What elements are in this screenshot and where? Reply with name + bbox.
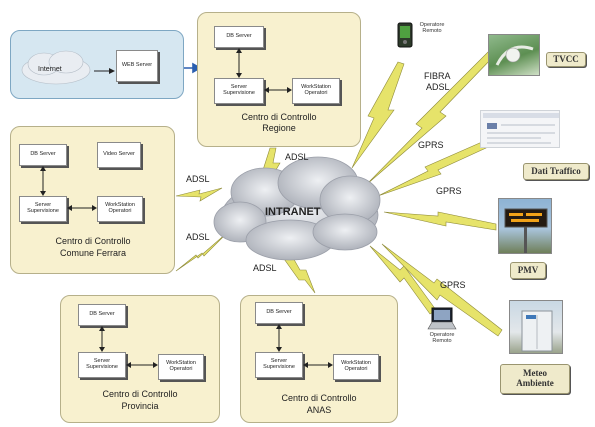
link-label-gprs-pmv: GPRS xyxy=(436,186,462,196)
anas-title-1: Centro di Controllo xyxy=(281,393,357,403)
ferrara-video-server: Video Server xyxy=(97,142,141,168)
pmv-caption: PMV xyxy=(510,262,546,279)
anas-ws-connector xyxy=(303,362,333,368)
provincia-ws-connector xyxy=(126,362,158,368)
meteo-image xyxy=(509,300,563,354)
provincia-title-2: Provincia xyxy=(121,401,159,411)
laptop-icon xyxy=(427,307,457,330)
intranet-cloud xyxy=(213,156,381,261)
lightning-anas xyxy=(281,255,316,294)
ferrara-db-connector xyxy=(40,166,46,196)
link-label-gprs-dati: GPRS xyxy=(418,140,444,150)
meteo-caption: Meteo Ambiente xyxy=(500,364,570,394)
dati-traffico-image xyxy=(480,110,560,148)
link-label-fibra-adsl: ADSL xyxy=(426,82,450,92)
regione-title-2: Regione xyxy=(262,123,296,133)
link-label-gprs-meteo: GPRS xyxy=(440,280,466,290)
ferrara-db-server: DB Server xyxy=(19,144,67,166)
ferrara-workstation: WorkStation Operatori xyxy=(97,196,143,222)
meteo-caption-line2: Ambiente xyxy=(516,378,554,388)
lightning-tvcc xyxy=(365,51,495,186)
tvcc-image xyxy=(488,34,540,76)
provincia-title-1: Centro di Controllo xyxy=(102,389,178,399)
pda-operator-label: Operatore Remoto xyxy=(419,22,445,35)
link-label-adsl-provincia: ADSL xyxy=(186,232,210,242)
link-label-adsl-regione: ADSL xyxy=(285,152,309,162)
anas-title-2: ANAS xyxy=(306,405,332,415)
lightning-laptop xyxy=(369,245,437,315)
web-server-node: WEB Server xyxy=(116,50,158,82)
tvcc-caption: TVCC xyxy=(546,52,586,67)
lightning-ferrara xyxy=(175,187,223,202)
link-label-adsl-ferrara: ADSL xyxy=(186,174,210,184)
regione-workstation: WorkStation Operatori xyxy=(292,78,340,104)
ferrara-ws-connector xyxy=(67,205,97,211)
regione-db-server: DB Server xyxy=(214,26,264,48)
laptop-operator-label: Operatore Remoto xyxy=(429,332,455,345)
regione-server-supervisione: Server Supervisione xyxy=(214,78,264,104)
provincia-db-connector xyxy=(99,326,105,352)
meteo-caption-line1: Meteo xyxy=(523,368,547,379)
lightning-dati xyxy=(377,141,487,197)
ferrara-title-2: Comune Ferrara xyxy=(59,248,127,258)
internet-webserver-arrow xyxy=(94,68,115,74)
intranet-label: INTRANET xyxy=(265,206,321,218)
dati-traffico-caption: Dati Traffico xyxy=(523,163,589,180)
lightning-pmv xyxy=(383,211,497,231)
provincia-db-server: DB Server xyxy=(78,304,126,326)
provincia-workstation: WorkStation Operatori xyxy=(158,354,204,380)
provincia-server-supervisione: Server Supervisione xyxy=(78,352,126,378)
internet-label: Internet xyxy=(38,66,62,73)
anas-workstation: WorkStation Operatori xyxy=(333,354,379,380)
regione-db-connector xyxy=(236,48,242,78)
pmv-image xyxy=(498,198,552,254)
link-label-fibra: FIBRA xyxy=(424,71,451,81)
regione-title-1: Centro di Controllo xyxy=(241,112,317,122)
anas-db-connector xyxy=(276,324,282,352)
ferrara-server-supervisione: Server Supervisione xyxy=(19,196,67,222)
link-label-adsl-anas: ADSL xyxy=(253,263,277,273)
anas-db-server: DB Server xyxy=(255,302,303,324)
lightning-meteo xyxy=(381,243,503,337)
ferrara-title-1: Centro di Controllo xyxy=(55,236,131,246)
lightning-pda xyxy=(351,61,405,169)
anas-server-supervisione: Server Supervisione xyxy=(255,352,303,378)
internet-cloud xyxy=(21,50,91,85)
pda-icon xyxy=(397,22,413,48)
regione-ws-connector xyxy=(264,87,292,93)
